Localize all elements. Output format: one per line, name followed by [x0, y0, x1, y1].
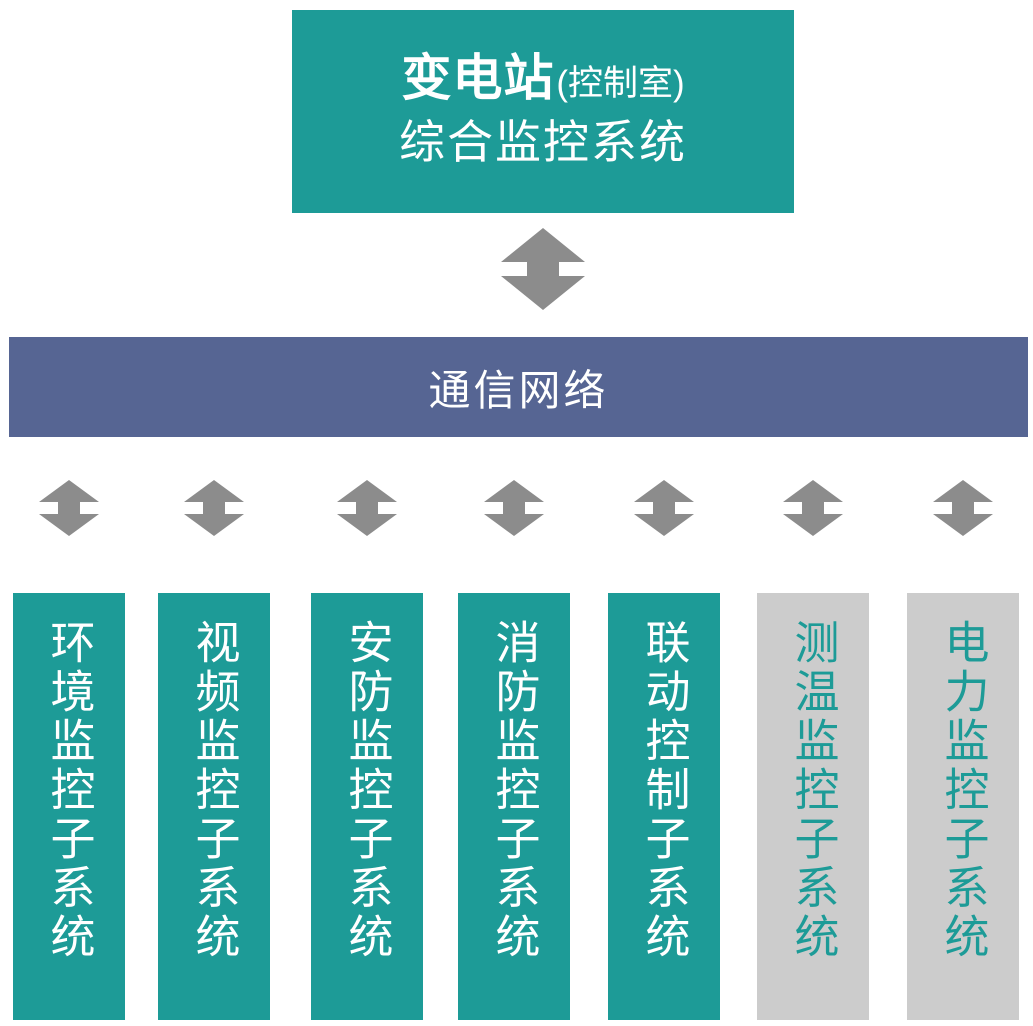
subsystem-label: 安防监控子系统 [341, 619, 393, 962]
system-title-parenthetical: (控制室) [556, 63, 685, 103]
subsystem-card[interactable]: 联动控制子系统 [608, 593, 720, 1020]
communication-network-bar: 通信网络 [9, 337, 1028, 437]
bidirectional-arrow-icon-branch [634, 480, 694, 536]
bidirectional-arrow-icon-branch [783, 480, 843, 536]
subsystem-card[interactable]: 安防监控子系统 [311, 593, 423, 1020]
bidirectional-arrow-icon-branch [39, 480, 99, 536]
system-title-line-2: 综合监控系统 [399, 116, 687, 169]
system-title-box: 变电站 (控制室) 综合监控系统 [292, 10, 794, 213]
bidirectional-arrow-icon-branch [184, 480, 244, 536]
subsystem-card[interactable]: 视频监控子系统 [158, 593, 270, 1020]
subsystem-label: 消防监控子系统 [488, 619, 540, 962]
bidirectional-arrow-icon-branch [484, 480, 544, 536]
system-title-line-1: 变电站 (控制室) [401, 50, 684, 108]
system-title-main: 变电站 [401, 49, 555, 106]
bidirectional-arrow-icon-branch [933, 480, 993, 536]
subsystem-label: 环境监控子系统 [43, 619, 95, 962]
subsystem-card[interactable]: 测温监控子系统 [757, 593, 869, 1020]
subsystem-card[interactable]: 环境监控子系统 [13, 593, 125, 1020]
communication-network-label: 通信网络 [428, 366, 609, 414]
bidirectional-arrow-icon-main [501, 228, 585, 310]
subsystem-label: 联动控制子系统 [638, 619, 690, 962]
bidirectional-arrow-icon-branch [337, 480, 397, 536]
subsystem-label: 测温监控子系统 [787, 619, 839, 962]
subsystem-label: 视频监控子系统 [188, 619, 240, 962]
subsystem-card[interactable]: 消防监控子系统 [458, 593, 570, 1020]
subsystem-label: 电力监控子系统 [937, 619, 989, 962]
subsystem-card[interactable]: 电力监控子系统 [907, 593, 1019, 1020]
subsystem-columns-row: 环境监控子系统 视频监控子系统 安防监控子系统 消防监控子系统 联动控制子系统 测温监控子… [0, 593, 1033, 1020]
